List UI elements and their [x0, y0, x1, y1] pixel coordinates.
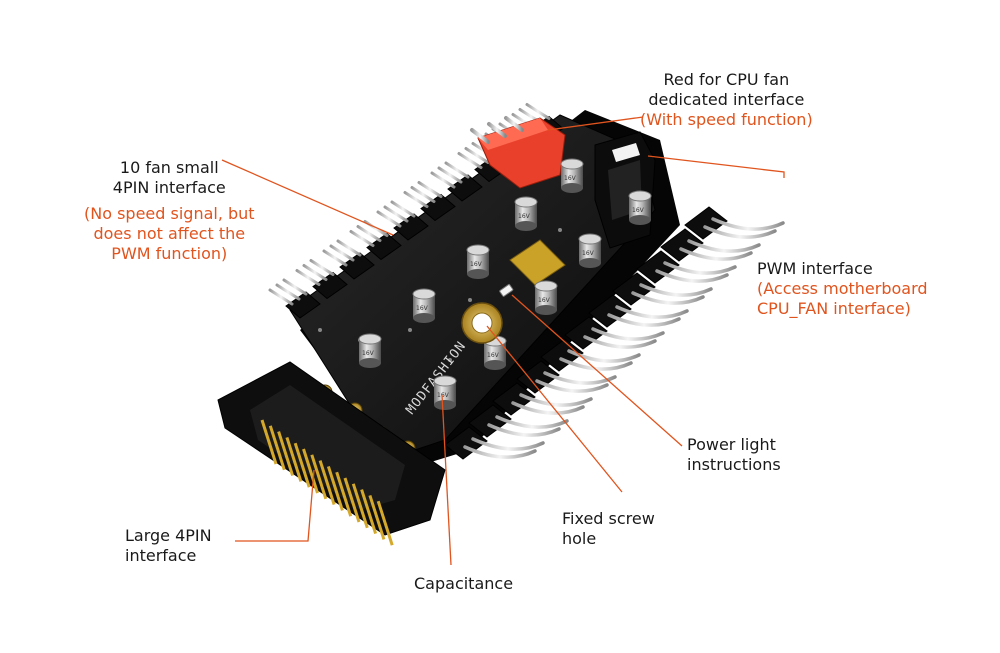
fan-header	[588, 294, 689, 328]
sata-contact	[351, 483, 369, 529]
label-small-4pin: 10 fan small 4PIN interface (No speed si…	[84, 158, 255, 264]
sata-contact	[260, 419, 278, 465]
svg-text:16V: 16V	[518, 213, 531, 220]
label-small-4pin-line2: 4PIN interface	[112, 178, 226, 197]
leader-power-light	[511, 294, 683, 447]
label-cpu-fan-note: (With speed function)	[640, 110, 813, 129]
sata-contact	[326, 465, 344, 511]
svg-text:16V: 16V	[582, 250, 595, 257]
label-screw-hole: Fixed screw hole	[562, 509, 655, 549]
capacitor: 16V	[358, 333, 382, 368]
fan-header	[322, 239, 375, 280]
svg-text:16V: 16V	[470, 261, 483, 268]
svg-text:16V: 16V	[538, 297, 551, 304]
fan-header	[468, 404, 569, 438]
label-large-4pin: Large 4PIN interface	[125, 526, 212, 566]
label-small-4pin-line1: 10 fan small	[119, 158, 219, 177]
svg-text:16V: 16V	[362, 350, 375, 357]
label-pwm-note1: (Access motherboard	[757, 279, 928, 298]
fan-header	[636, 250, 737, 284]
fan-header	[268, 278, 321, 319]
label-small-4pin-note3: PWM function)	[111, 244, 228, 263]
capacitor: 16V	[578, 233, 602, 268]
leader-capacitance	[441, 394, 452, 566]
leader-lines	[221, 116, 785, 566]
sata-contact	[318, 460, 336, 506]
fan-header	[612, 272, 713, 306]
fan-header	[403, 181, 456, 222]
large-4pin-connector	[217, 361, 446, 546]
leader-pwm	[647, 155, 785, 178]
label-large-4pin-line2: interface	[125, 546, 197, 565]
sata-contact	[310, 454, 328, 500]
sata-contact	[277, 431, 295, 477]
label-small-4pin-note1: (No speed signal, but	[84, 204, 255, 223]
label-large-4pin-line1: Large 4PIN	[125, 526, 212, 545]
label-small-4pin-note2: does not affect the	[93, 224, 246, 243]
sata-contact	[293, 442, 311, 488]
label-capacitance-line1: Capacitance	[414, 574, 514, 593]
leader-screw-hole	[486, 325, 623, 493]
capacitor: 16V	[534, 280, 558, 315]
leader-small-4pin	[221, 159, 394, 236]
fan-header	[376, 200, 429, 241]
fan-header	[564, 316, 665, 350]
label-screw-hole-line2: hole	[562, 529, 597, 548]
capacitor: 16V	[628, 190, 652, 225]
label-pwm-line1: PWM interface	[757, 259, 873, 278]
capacitor: 16V	[514, 196, 538, 231]
fan-header	[444, 426, 545, 460]
label-power-light-line2: instructions	[687, 455, 781, 474]
leader-cpu-fan	[547, 116, 644, 131]
sata-contact	[335, 471, 353, 517]
label-cpu-fan-line1: Red for CPU fan	[663, 70, 790, 89]
svg-text:16V: 16V	[632, 207, 645, 214]
fan-header	[492, 382, 593, 416]
sata-contact	[376, 500, 394, 546]
small-4pin-headers-left	[268, 103, 564, 319]
label-capacitance: Capacitance	[414, 574, 513, 594]
svg-text:16V: 16V	[564, 175, 577, 182]
sata-contact	[268, 425, 286, 471]
label-cpu-fan: Red for CPU fan dedicated interface (Wit…	[640, 70, 813, 130]
fan-header	[684, 206, 785, 240]
label-power-light: Power light instructions	[687, 435, 781, 475]
fan-header	[540, 338, 641, 372]
label-pwm: PWM interface (Access motherboard CPU_FA…	[757, 259, 928, 319]
fan-hub-board: MODFASHION	[289, 110, 680, 470]
sata-contact	[343, 477, 361, 523]
sata-contact	[360, 489, 378, 535]
power-led	[499, 283, 514, 297]
svg-text:16V: 16V	[437, 392, 450, 399]
svg-text:16V: 16V	[416, 305, 429, 312]
small-4pin-headers-right	[444, 206, 785, 460]
fan-header	[430, 161, 483, 202]
capacitor: 16V	[412, 288, 436, 323]
sata-contact	[302, 448, 319, 494]
fan-header	[516, 360, 617, 394]
leader-large-4pin	[235, 469, 315, 542]
sata-contact	[368, 494, 386, 540]
cpu-fan-red-connector	[470, 116, 566, 189]
capacitors: 16V 16V 16V 16V 16V 16V 16V 16V 16V 16V	[358, 158, 652, 410]
fan-header	[295, 259, 348, 300]
sata-contact	[285, 436, 303, 482]
label-screw-hole-line1: Fixed screw	[562, 509, 655, 528]
capacitor: 16V	[560, 158, 584, 193]
capacitor: 16V	[433, 375, 457, 410]
fan-header	[660, 228, 761, 262]
label-power-light-line1: Power light	[687, 435, 776, 454]
capacitor: 16V	[466, 244, 490, 279]
label-pwm-note2: CPU_FAN interface)	[757, 299, 911, 318]
label-cpu-fan-line2: dedicated interface	[648, 90, 805, 109]
svg-text:16V: 16V	[487, 352, 500, 359]
